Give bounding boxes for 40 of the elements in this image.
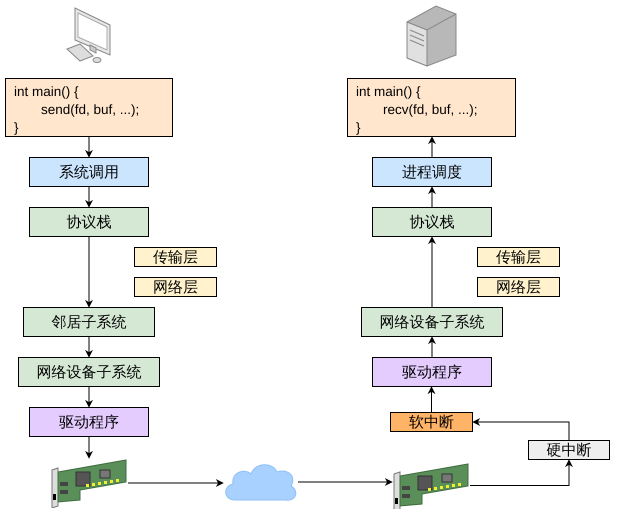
- process-box: 协议栈: [372, 207, 492, 237]
- code-line: int main() {: [356, 83, 422, 101]
- arrow: [428, 236, 436, 308]
- arrow: [85, 386, 93, 408]
- process-box: 驱动程序: [29, 407, 149, 437]
- arrow: [85, 236, 93, 308]
- arrow: [128, 479, 224, 487]
- process-box: 网络设备子系统: [18, 357, 160, 387]
- interrupt-box: 硬中断: [528, 440, 610, 460]
- process-box: 协议栈: [29, 207, 149, 237]
- network-card-drawing: [50, 458, 128, 508]
- process-box: 网络设备子系统: [361, 307, 503, 337]
- code-box: [347, 78, 516, 137]
- arrow: [85, 336, 93, 358]
- network-card-drawing: [392, 462, 470, 509]
- code-line: }: [356, 119, 362, 137]
- arrow: [428, 336, 436, 358]
- arrow: [472, 418, 570, 440]
- code-line: }: [14, 119, 20, 137]
- arrow: [428, 186, 436, 208]
- process-box: 驱动程序: [372, 357, 492, 387]
- layer-box: 传输层: [134, 247, 217, 267]
- arrow: [85, 186, 93, 208]
- arrow: [428, 386, 436, 412]
- layer-box: 传输层: [477, 247, 560, 267]
- code-line: int main() {: [14, 83, 80, 101]
- code-line: send(fd, buf, ...);: [40, 101, 140, 119]
- code-box: [5, 78, 173, 137]
- process-box: 进程调度: [372, 157, 492, 187]
- layer-box: 网络层: [477, 277, 560, 297]
- arrow: [428, 136, 436, 158]
- arrow: [85, 436, 93, 459]
- arrow: [470, 459, 573, 486]
- arrow: [298, 478, 393, 486]
- arrow: [85, 136, 93, 158]
- process-box: 系统调用: [29, 157, 149, 187]
- interrupt-box: 软中断: [390, 412, 473, 432]
- layer-box: 网络层: [134, 277, 217, 297]
- code-line: recv(fd, buf, ...);: [382, 101, 479, 119]
- process-box: 邻居子系统: [23, 307, 155, 337]
